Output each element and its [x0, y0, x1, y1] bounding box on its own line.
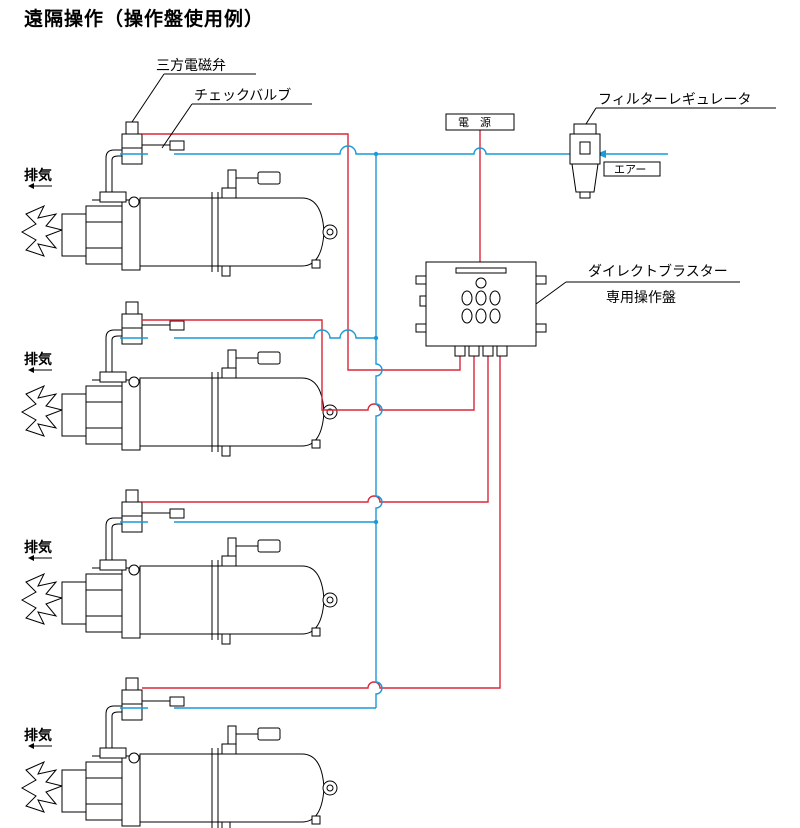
callout-lines — [131, 73, 312, 149]
panel-label-line1: ダイレクトブラスター — [588, 263, 728, 280]
signal-lines — [142, 130, 501, 689]
exhaust-label-3: 排気 — [24, 539, 52, 556]
power-box — [445, 113, 515, 131]
filter-regulator-label: フィルターレギュレータ — [598, 92, 751, 108]
power-label: 電 源 — [458, 115, 491, 129]
page-title: 遠隔操作（操作盤使用例） — [24, 8, 265, 30]
blaster-unit-3 — [21, 489, 338, 645]
exhaust-label-4: 排気 — [24, 727, 52, 744]
filter-regulator — [569, 107, 776, 199]
blaster-unit-4 — [21, 677, 338, 828]
air-label: エアー — [614, 163, 646, 176]
exhaust-label-1: 排気 — [24, 167, 52, 184]
exhaust-label-2: 排気 — [24, 351, 52, 368]
blaster-unit-1 — [21, 121, 338, 277]
check-valve-label: チェックバルブ — [194, 87, 291, 104]
panel-label-line2: 専用操作盤 — [606, 290, 676, 306]
exhaust-arrows — [28, 183, 52, 749]
air-lines — [120, 145, 668, 709]
air-box — [603, 161, 661, 177]
solenoid-valve-label: 三方電磁弁 — [156, 58, 226, 74]
blaster-unit-2 — [21, 301, 338, 457]
control-panel — [415, 261, 740, 357]
